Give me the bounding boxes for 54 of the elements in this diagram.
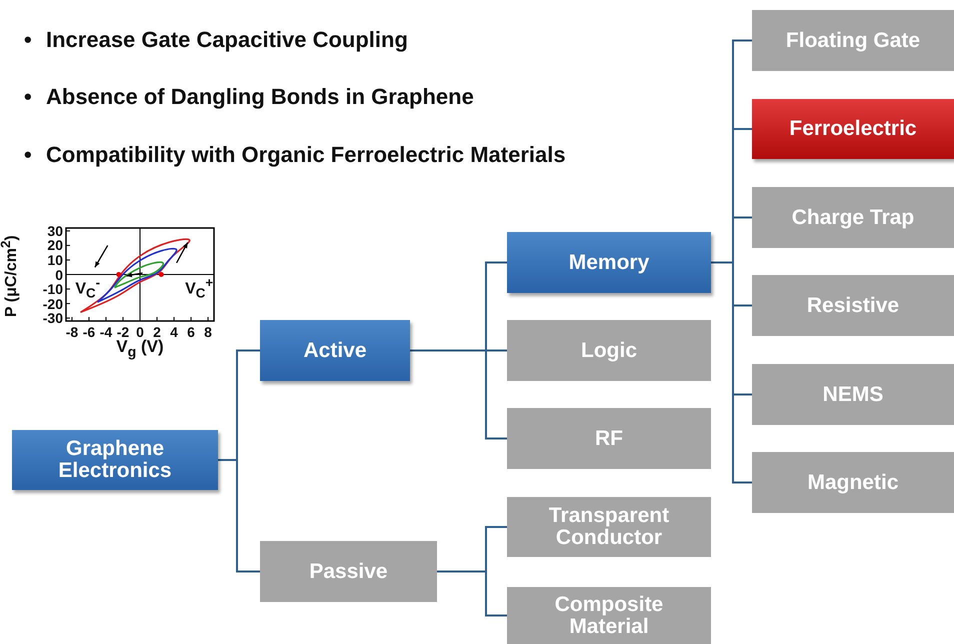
- axis-tick-label: 6: [186, 325, 196, 339]
- axis-tick-label: 30: [46, 224, 63, 238]
- box-label: Memory: [568, 252, 650, 274]
- bullet-text: Compatibility with Organic Ferroelectric Materials: [46, 142, 566, 168]
- axis-tick-label: 20: [46, 238, 63, 252]
- connector-line: [410, 350, 507, 440]
- axis-tick-label: -2: [116, 325, 130, 339]
- box-label: Passive: [309, 560, 388, 582]
- connector-line: [437, 570, 507, 616]
- axis-tick-label: -10: [42, 282, 63, 296]
- box-label: NEMS: [822, 384, 884, 406]
- category-box: [507, 587, 711, 644]
- box-label: Active: [303, 340, 367, 362]
- axis-tick-label: 4: [169, 325, 179, 339]
- category-box: [12, 430, 218, 490]
- box-label: RF: [595, 428, 623, 450]
- category-box: [507, 232, 711, 293]
- axis-tick-label: -8: [64, 325, 80, 339]
- axis-tick-label: -4: [98, 325, 114, 339]
- box-label: Magnetic: [807, 472, 898, 494]
- highlighted-box: [752, 99, 954, 159]
- box-label: Composite Material: [554, 594, 664, 638]
- connector-line: [711, 262, 752, 484]
- axis-tick-label: -6: [82, 325, 96, 339]
- category-box: [507, 497, 711, 557]
- category-box: [507, 320, 711, 381]
- box-label: Logic: [581, 340, 637, 362]
- bullet-text: Absence of Dangling Bonds in Graphene: [46, 84, 474, 110]
- axis-tick-label: 0: [54, 268, 63, 282]
- category-box: [752, 10, 954, 71]
- category-box: [752, 364, 954, 425]
- axis-tick-label: -30: [42, 311, 63, 326]
- category-box: [260, 320, 410, 381]
- axis-tick-label: 0: [135, 325, 144, 339]
- box-label: Floating Gate: [786, 30, 920, 52]
- category-box: [752, 452, 954, 513]
- category-box: [260, 541, 437, 602]
- box-label: Resistive: [806, 294, 900, 316]
- category-box: [752, 187, 954, 248]
- axis-tick-label: 8: [203, 325, 213, 339]
- category-box: [752, 275, 954, 336]
- category-box: [507, 408, 711, 469]
- bullet-symbol: •: [24, 27, 32, 53]
- bullet-symbol: •: [24, 84, 32, 110]
- axis-tick-label: 10: [46, 252, 63, 267]
- box-label: Graphene Electronics: [57, 438, 173, 482]
- bullet-symbol: •: [24, 142, 32, 168]
- axis-tick-label: 2: [153, 325, 161, 339]
- bullet-text: Increase Gate Capacitive Coupling: [46, 27, 408, 53]
- axis-tick-label: -20: [42, 296, 63, 311]
- axis-title: V$_{g}$ (V): [115, 340, 165, 360]
- box-label: Transparent Conductor: [548, 505, 670, 549]
- box-label: Ferroelectric: [789, 118, 917, 140]
- box-label: Charge Trap: [792, 206, 914, 228]
